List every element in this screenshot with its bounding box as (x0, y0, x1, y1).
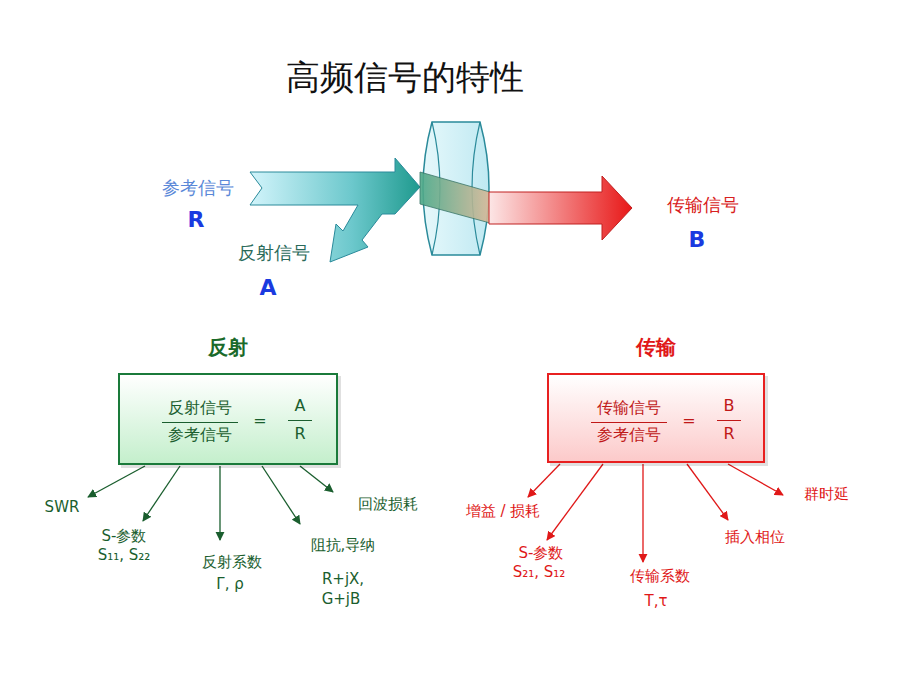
numerator: 传输信号 (597, 399, 661, 417)
box-heading: 传输 (636, 336, 676, 359)
leader-lines (88, 464, 783, 562)
ratio-box: 反射反射信号参考信号=AR (118, 373, 338, 465)
denominator: 参考信号 (597, 426, 661, 444)
signal-band (420, 172, 490, 223)
parameter-label: R+jX, (322, 571, 364, 588)
fraction-bar (162, 422, 238, 423)
numerator: B (724, 397, 735, 415)
equals-sign: = (253, 412, 266, 430)
signal-symbol: B (689, 227, 706, 252)
parameter-label: 插入相位 (725, 529, 785, 546)
equals-sign: = (682, 412, 695, 430)
parameter-label: S₁₁, S₂₂ (98, 547, 151, 564)
box-heading: 反射 (208, 336, 248, 359)
parameter-label: G+jB (322, 591, 361, 608)
signal-name: 传输信号 (667, 195, 739, 216)
fraction-bar (717, 420, 740, 421)
fraction-bar (591, 422, 667, 423)
parameter-label: Γ, ρ (216, 576, 243, 593)
parameter-label: 回波损耗 (358, 496, 418, 513)
signal-symbol: A (259, 275, 276, 300)
transmitted-arrow (489, 176, 632, 240)
numerator: A (295, 397, 306, 415)
parameter-label: T,τ (645, 593, 668, 610)
denominator: 参考信号 (168, 426, 232, 444)
fraction-bar (288, 420, 311, 421)
parameter-label: S₂₁, S₁₂ (513, 564, 566, 581)
parameter-label: SWR (45, 499, 80, 516)
signal-name: 反射信号 (238, 243, 310, 264)
parameter-label: S-参数 (519, 545, 564, 562)
parameter-label: 增益 / 损耗 (466, 503, 541, 520)
denominator: R (723, 425, 734, 443)
ratio-box: 传输传输信号参考信号=BR (547, 373, 765, 463)
numerator: 反射信号 (168, 399, 232, 417)
parameter-label: 反射系数 (202, 554, 262, 571)
parameter-label: 传输系数 (630, 568, 690, 585)
parameter-label: 群时延 (804, 486, 849, 503)
signal-symbol: R (188, 207, 205, 232)
denominator: R (294, 425, 305, 443)
parameter-label: 阻抗,导纳 (311, 537, 376, 554)
parameter-label: S-参数 (102, 528, 147, 545)
signal-name: 参考信号 (162, 178, 234, 199)
title: 高频信号的特性 (286, 55, 524, 101)
